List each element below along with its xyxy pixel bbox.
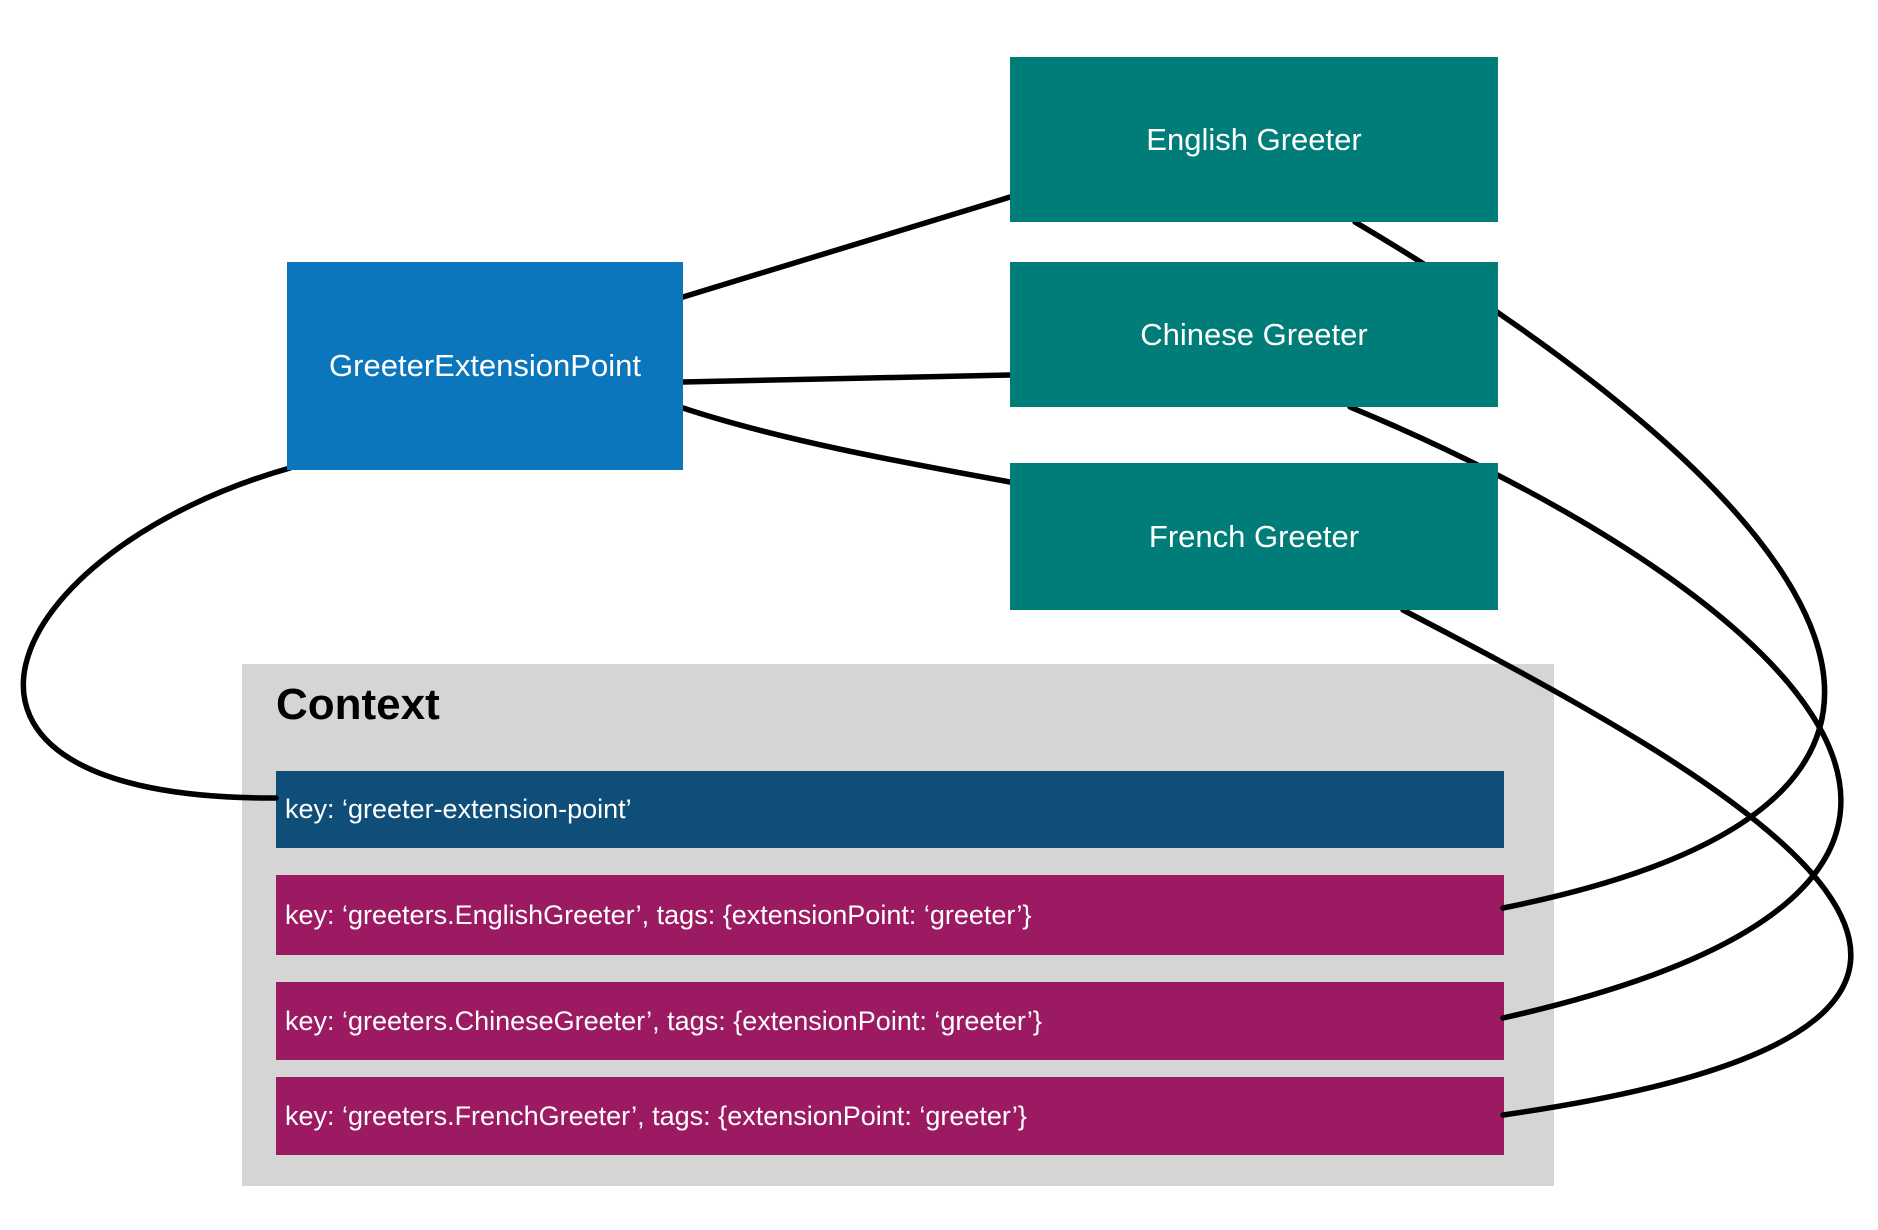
english-greeter-node: English Greeter [1010, 57, 1498, 222]
chinese-greeter-node: Chinese Greeter [1010, 262, 1498, 407]
context-entry-french-greeter-text: key: ‘greeters.FrenchGreeter’, tags: {ex… [285, 1100, 1027, 1131]
context-entry-chinese-greeter: key: ‘greeters.ChineseGreeter’, tags: {e… [276, 982, 1504, 1060]
context-entry-extension-point-key-text: key: ‘greeter-extension-point’ [285, 794, 632, 824]
context-entry-english-greeter: key: ‘greeters.EnglishGreeter’, tags: {e… [276, 875, 1504, 955]
context-entry-chinese-greeter-text: key: ‘greeters.ChineseGreeter’, tags: {e… [285, 1005, 1042, 1036]
context-entry-french-greeter: key: ‘greeters.FrenchGreeter’, tags: {ex… [276, 1077, 1504, 1155]
greeter-extension-point-node: GreeterExtensionPoint [287, 262, 683, 470]
edge-extensionpoint-chinese [680, 372, 1013, 385]
context-entry-english-greeter-text: key: ‘greeters.EnglishGreeter’, tags: {e… [285, 899, 1032, 930]
context-entry-extension-point-key: key: ‘greeter-extension-point’ [276, 771, 1504, 848]
chinese-greeter-label: Chinese Greeter [1140, 316, 1368, 352]
french-greeter-node: French Greeter [1010, 463, 1498, 610]
french-greeter-label: French Greeter [1148, 518, 1360, 554]
context-panel: Context key: ‘greeter-extension-point’ k… [242, 664, 1554, 1186]
english-greeter-label: English Greeter [1146, 121, 1362, 157]
context-title: Context [276, 680, 440, 729]
edge-extensionpoint-french [680, 405, 1013, 485]
edge-extensionpoint-english [680, 194, 1013, 300]
greeter-extension-point-label: GreeterExtensionPoint [329, 348, 641, 383]
